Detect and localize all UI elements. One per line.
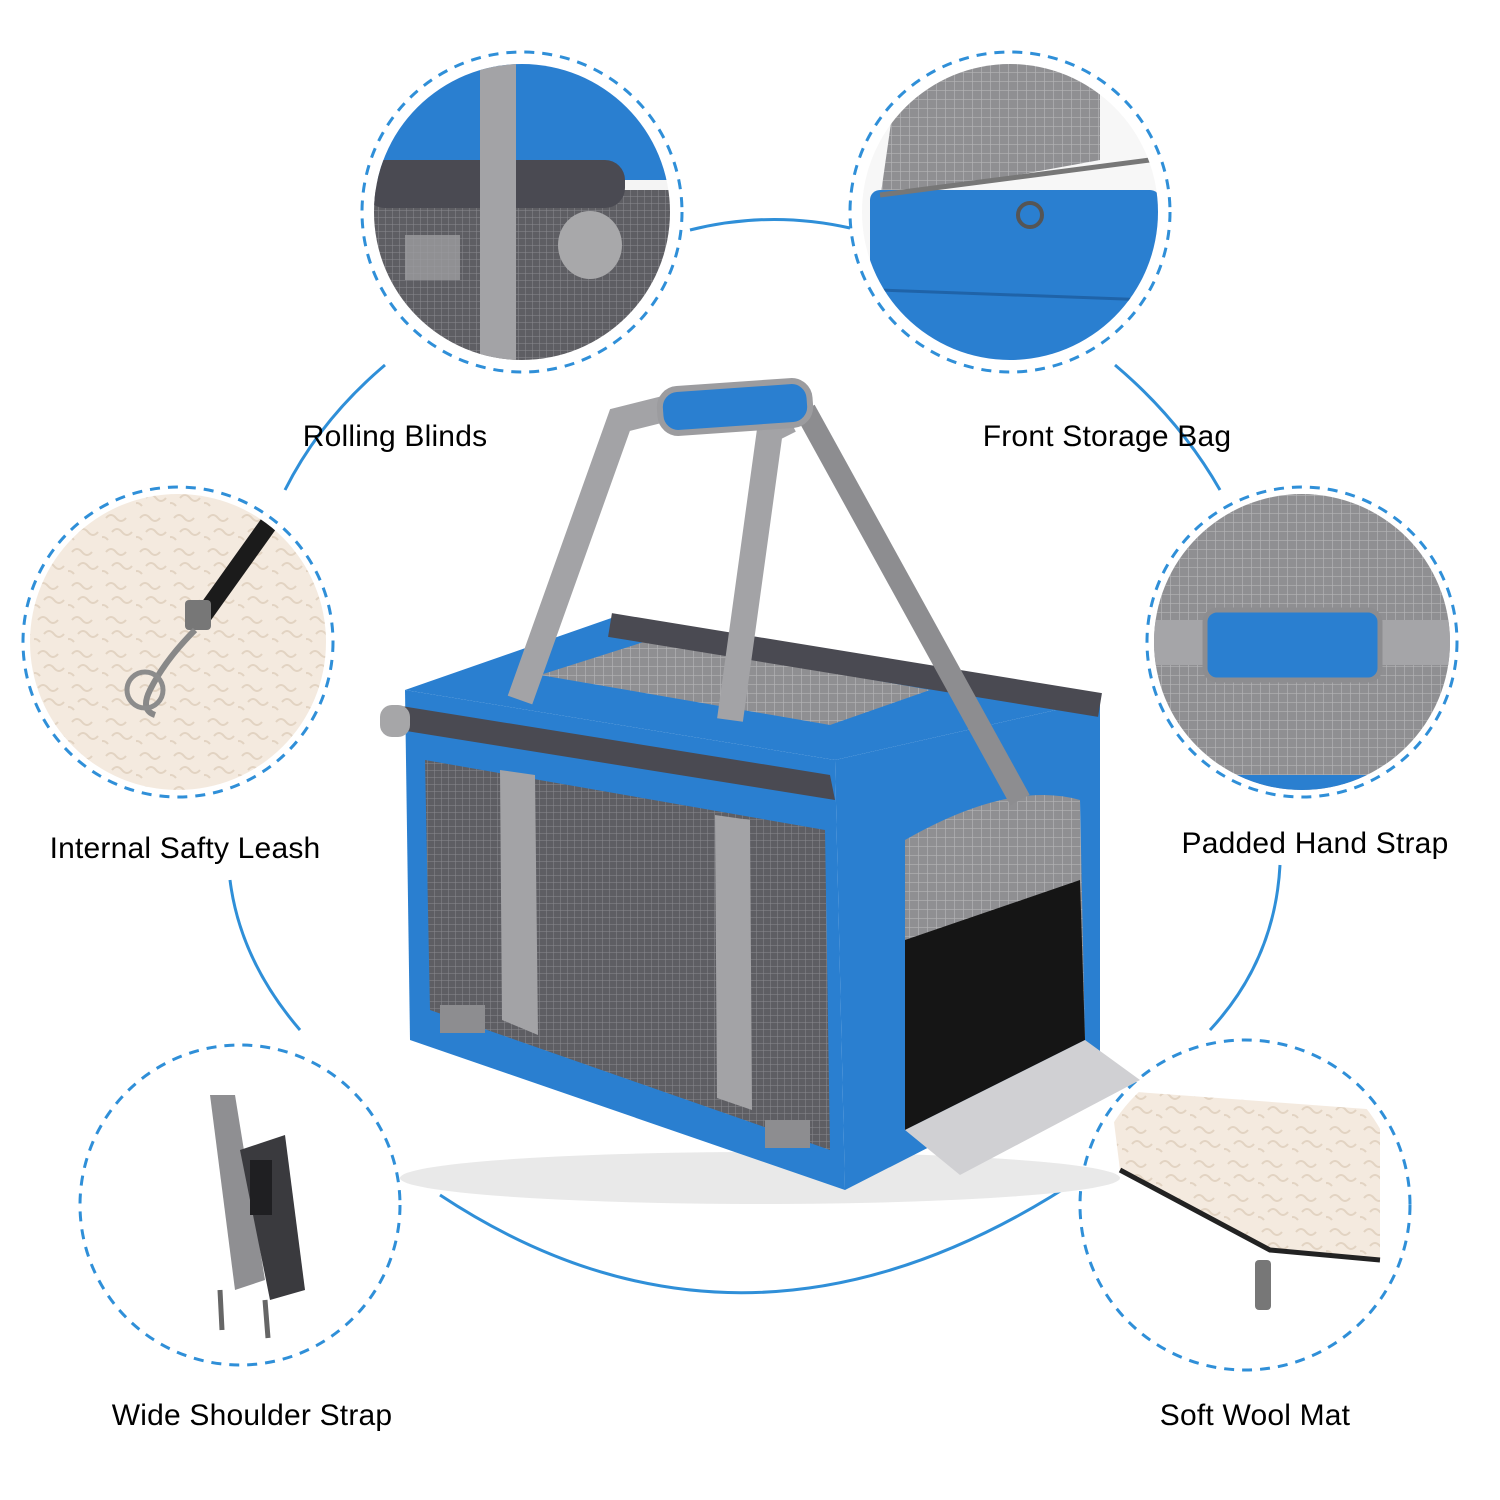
internal-safety-leash-detail bbox=[21, 485, 335, 799]
label-padded-hand-strap: Padded Hand Strap bbox=[1182, 827, 1449, 860]
label-wide-shoulder-strap: Wide Shoulder Strap bbox=[112, 1399, 393, 1432]
connector-arcs bbox=[228, 217, 1282, 1295]
label-front-storage-bag: Front Storage Bag bbox=[983, 420, 1232, 453]
padded-hand-strap-detail bbox=[1145, 485, 1459, 799]
rolling-blinds-detail bbox=[360, 50, 684, 374]
label-rolling-blinds: Rolling Blinds bbox=[303, 420, 488, 453]
pet-carrier-bag bbox=[380, 378, 1140, 1204]
label-internal-safety-leash: Internal Safty Leash bbox=[50, 832, 321, 865]
label-soft-wool-mat: Soft Wool Mat bbox=[1160, 1399, 1351, 1432]
wide-shoulder-strap-detail bbox=[78, 1043, 402, 1367]
soft-wool-mat-detail bbox=[1078, 1038, 1412, 1372]
front-storage-bag-detail bbox=[848, 50, 1172, 374]
